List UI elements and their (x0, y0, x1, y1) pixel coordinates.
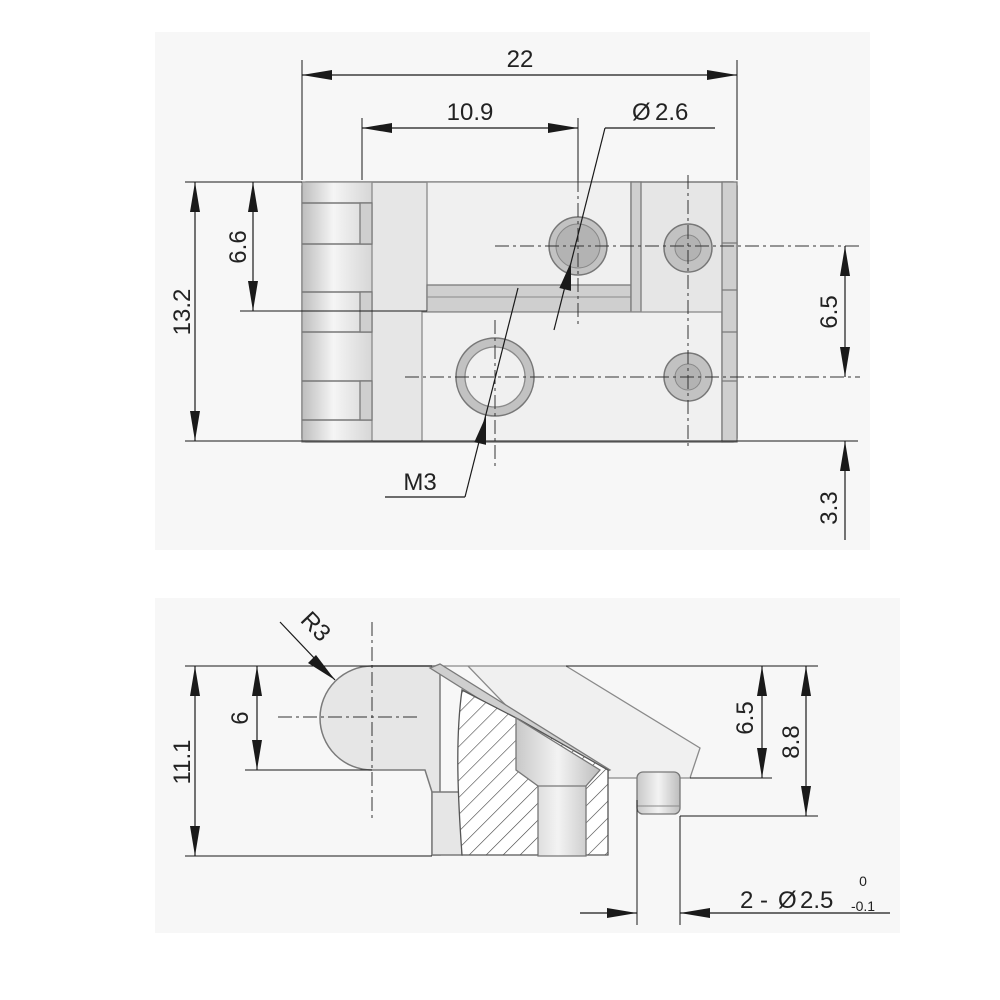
dim-height-label: 13.2 (169, 289, 196, 336)
pin-diameter-symbol: Ø (778, 887, 797, 914)
dim-pin-height-label: 6.5 (732, 701, 759, 734)
dim-pitch-label: 6.5 (816, 295, 843, 328)
thread-label: M3 (403, 469, 436, 496)
tolerance-lower: -0.1 (851, 898, 875, 914)
screw-bore (515, 716, 601, 857)
dim-top-height-label: 8.8 (778, 725, 805, 758)
diameter-symbol: Ø (632, 99, 651, 126)
dim-pivot-height-label: 6 (227, 711, 254, 724)
side-view: R3 11.1 6 6.5 8.8 2 - Ø 2.5 0 -0.1 (169, 606, 890, 925)
dim-bottom-label: 3.3 (816, 491, 843, 524)
dim-offset-label: 10.9 (447, 99, 494, 126)
top-view: 22 10.9 Ø 2.6 13.2 6.6 6.5 3.3 M3 (169, 46, 860, 540)
dim-total-height-label: 11.1 (169, 740, 196, 785)
pin (636, 771, 681, 815)
dim-hole-label: 2.6 (655, 99, 688, 126)
dim-width-label: 22 (507, 46, 534, 73)
pin-prefix-label: 2 - (740, 887, 768, 914)
tolerance-upper: 0 (859, 873, 867, 889)
dim-knuckle-label: 6.6 (225, 230, 252, 263)
pin-diameter-label: 2.5 (800, 887, 833, 914)
